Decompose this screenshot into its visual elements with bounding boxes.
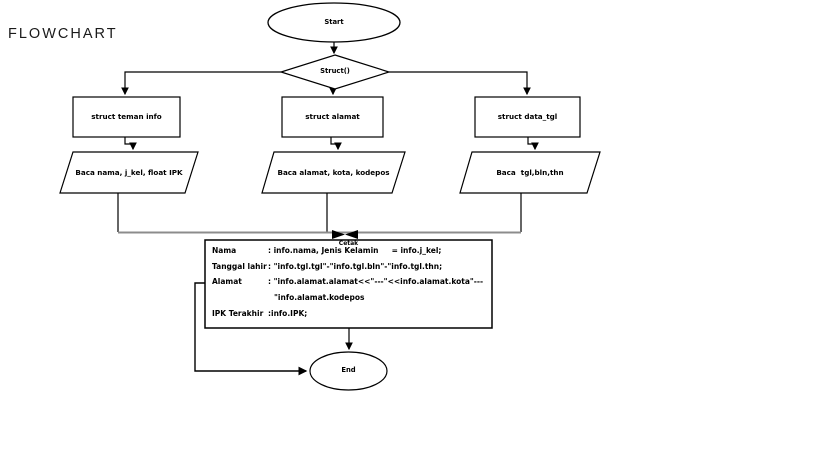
output-row-label: Alamat (212, 277, 242, 287)
input-parallelogram-3-shape (459, 151, 601, 194)
output-row-value: :info.IPK; (268, 308, 308, 318)
decision-diamond-shape (279, 54, 391, 90)
output-row-label: Tanggal lahir (212, 261, 267, 271)
output-row-value: : "info.tgl.tgl"-"info.tgl.bln"-"info.tg… (268, 261, 443, 271)
output-row-nama: Nama : info.nama, Jenis Kelamin = info.j… (212, 246, 488, 262)
connector-decision-right (389, 71, 531, 96)
input-parallelogram-1-shape (59, 151, 199, 194)
output-row-value: "info.alamat.kodepos (274, 293, 365, 303)
output-box-title: Cetak (338, 240, 359, 247)
output-row-ipk: IPK Terakhir :info.IPK; (212, 309, 488, 325)
end-terminal-label: End (341, 366, 356, 375)
merge-arrow-right (345, 230, 358, 239)
output-box-shape (204, 239, 493, 329)
output-row-value: : info.nama, Jenis Kelamin = info.j_kel; (268, 246, 442, 255)
input-parallelogram-1-label: Baca nama, j_kel, float IPK (75, 167, 183, 177)
connector-box3-input3 (527, 137, 539, 151)
start-terminal-label: Start (324, 17, 344, 26)
output-row-label: Nama (212, 246, 237, 255)
input-parallelogram-2-shape (261, 151, 406, 194)
process-box-2-shape (281, 96, 384, 138)
connector-box2-input2 (330, 137, 342, 151)
start-terminal-shape (267, 2, 401, 43)
connector-output-loop-end (194, 282, 308, 376)
output-row-tanggal: Tanggal lahir : "info.tgl.tgl"-"info.tgl… (212, 262, 488, 278)
input-parallelogram-2-label: Baca alamat, kota, kodepos (277, 167, 390, 177)
output-row-label: IPK Terakhir (212, 308, 264, 318)
connector-box1-input1 (124, 137, 137, 151)
input-parallelogram-3-label: Baca tgl,bln,thn (496, 167, 564, 177)
page-title: FLOWCHART (8, 26, 118, 42)
process-box-2-label: struct alamat (305, 112, 360, 122)
merge-arrow-left (332, 230, 345, 239)
process-box-3-label: struct data_tgl (497, 112, 558, 122)
decision-label: Struct() (320, 67, 350, 76)
output-row-kodepos: "info.alamat.kodepos (212, 293, 488, 309)
process-box-3-shape (474, 96, 581, 138)
connector-decision-left (121, 71, 281, 96)
process-box-1-label: struct teman info (91, 112, 162, 122)
output-row-value: : "info.alamat.alamat<<"---"<<info.alama… (268, 277, 484, 287)
end-terminal-shape (309, 351, 388, 391)
output-row-alamat: Alamat : "info.alamat.alamat<<"---"<<inf… (212, 277, 488, 293)
output-box-content: Nama : info.nama, Jenis Kelamin = info.j… (212, 246, 488, 324)
process-box-1-shape (72, 96, 181, 138)
